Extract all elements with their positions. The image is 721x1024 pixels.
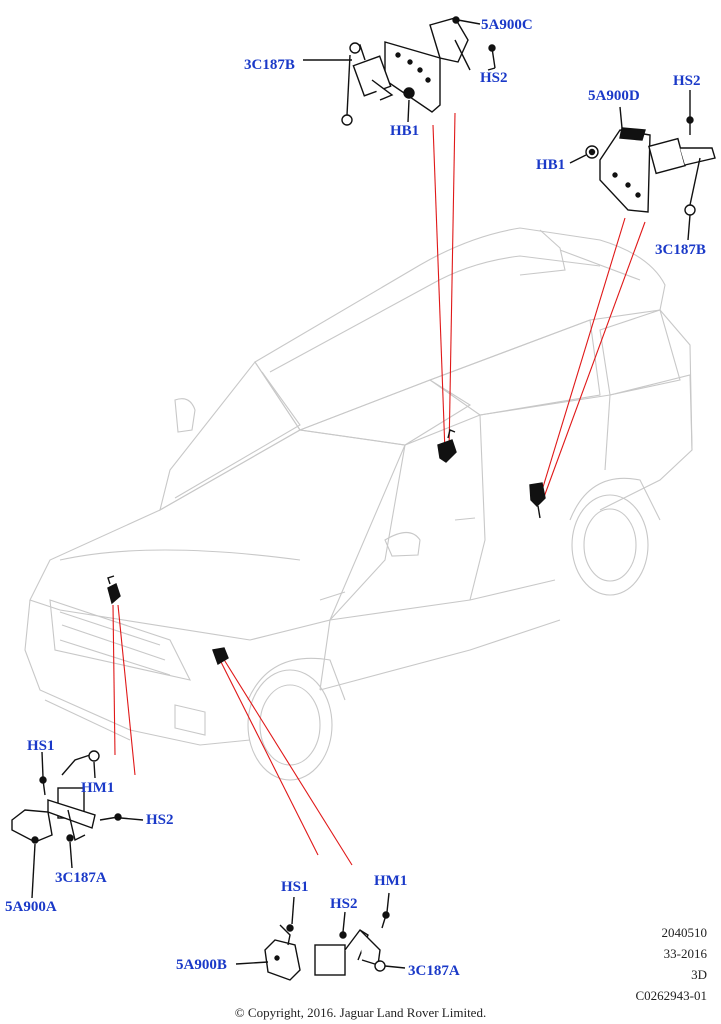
sensor-assembly-bottom	[235, 892, 406, 981]
callout-5a900d: 5A900D	[588, 88, 640, 104]
reference-date: 33-2016	[663, 946, 707, 961]
callout-hs1-bottom: HS1	[281, 879, 309, 895]
sensor-assembly-right	[569, 90, 716, 241]
callout-5a900a: 5A900A	[5, 899, 57, 915]
connector-line-left-b	[117, 604, 136, 776]
vehicle-outline	[24, 227, 693, 781]
callout-hs2-bottom: HS2	[330, 896, 358, 912]
connector-line-top-a	[432, 124, 446, 453]
callout-hs2-top: HS2	[480, 70, 508, 86]
sensor-assembly-top	[303, 16, 496, 126]
reference-drawing-id: C0262943-01	[635, 988, 708, 1003]
connector-line-top-b	[448, 112, 456, 453]
callout-3c187b-right: 3C187B	[655, 242, 706, 258]
sensor-location-rear-left	[437, 429, 457, 463]
callout-hm1-left: HM1	[81, 780, 115, 796]
callout-5a900c: 5A900C	[481, 17, 533, 33]
callout-hm1-bottom: HM1	[374, 873, 408, 889]
sensor-location-front-right	[107, 575, 121, 605]
sensor-location-front-left	[212, 647, 229, 666]
connector-line-right-a	[539, 217, 626, 498]
copyright-notice: © Copyright, 2016. Jaguar Land Rover Lim…	[234, 1005, 487, 1020]
sensor-location-rear-right	[529, 482, 546, 519]
callout-3c187a-left: 3C187A	[55, 870, 107, 886]
connector-line-left-a	[112, 604, 116, 756]
callout-5a900b: 5A900B	[176, 957, 227, 973]
callout-hs2-right: HS2	[673, 73, 701, 89]
callout-hb1-right: HB1	[536, 157, 566, 173]
connector-line-right-b	[543, 221, 646, 498]
connector-lines	[112, 112, 646, 866]
callout-hb1-top: HB1	[390, 123, 420, 139]
sensor-assembly-left	[11, 750, 144, 899]
reference-view: 3D	[691, 967, 707, 982]
connector-line-bottom-a	[218, 657, 319, 856]
reference-number: 2040510	[661, 925, 708, 940]
callout-hs2-left: HS2	[146, 812, 174, 828]
connector-line-bottom-b	[222, 657, 353, 866]
callout-3c187b-top: 3C187B	[244, 57, 295, 73]
callout-3c187a-bottom: 3C187A	[408, 963, 460, 979]
callout-hs1-left: HS1	[27, 738, 55, 754]
